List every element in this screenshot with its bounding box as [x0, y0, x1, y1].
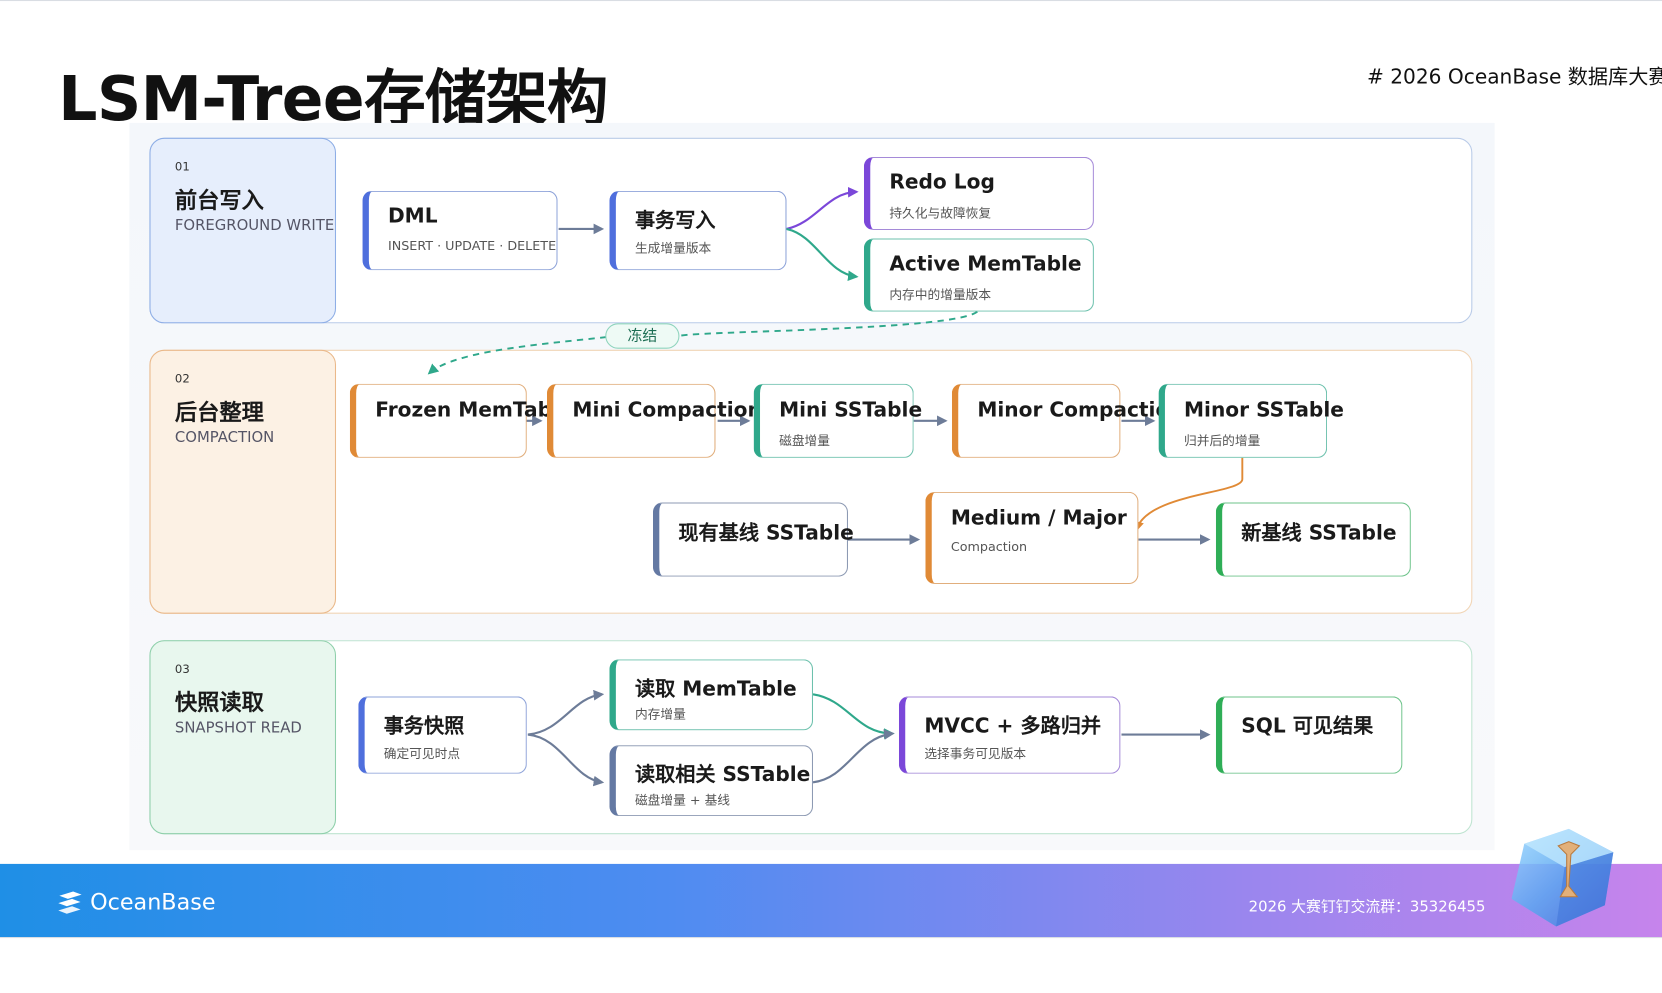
node-title: 读取 MemTable: [634, 677, 797, 701]
node-redo-log: Redo Log 持久化与故障恢复: [863, 156, 1094, 231]
node-subtitle: 选择事务可见版本: [924, 746, 1027, 762]
node-minor-compaction: Minor Compaction: [951, 383, 1184, 458]
node-title: 新基线 SSTable: [1241, 521, 1397, 545]
node-subtitle: 持久化与故障恢复: [889, 205, 992, 221]
node-title: 读取相关 SSTable: [634, 763, 811, 787]
oceanbase-logo-icon: [58, 891, 82, 914]
node-subtitle: 生成增量版本: [634, 240, 712, 256]
node-title: 事务快照: [383, 714, 465, 738]
node-title: Mini SSTable: [779, 398, 923, 422]
arrow-txn-to-memtable: [786, 227, 859, 282]
node-baseline-sstable: 现有基线 SSTable: [652, 502, 854, 577]
arrow-txn-to-redo: [786, 186, 859, 230]
node-minor-sstable: Minor SSTable 归并后的增量: [1158, 383, 1344, 458]
node-subtitle: 内存中的增量版本: [889, 287, 992, 303]
top-divider: [0, 0, 1662, 2]
node-subtitle: 内存增量: [634, 707, 686, 722]
contest-hashtag: # 2026 OceanBase 数据库大赛 #: [1366, 65, 1662, 90]
node-sql-result: SQL 可见结果: [1215, 696, 1403, 774]
node-title: Minor SSTable: [1184, 398, 1344, 422]
lane-label-foreground-write: 01 前台写入 FOREGROUND WRITE: [149, 137, 337, 324]
lane-number: 02: [174, 372, 190, 386]
lane-number: 01: [174, 160, 190, 174]
node-title: 事务写入: [634, 208, 716, 233]
node-read-sstable: 读取相关 SSTable 磁盘增量 + 基线: [609, 745, 814, 817]
lane-title: 快照读取: [174, 690, 264, 716]
node-new-baseline: 新基线 SSTable: [1215, 502, 1411, 577]
node-txn-write: 事务写入 生成增量版本: [609, 190, 787, 271]
footer-banner: [0, 863, 1662, 938]
node-subtitle: Compaction: [950, 539, 1028, 555]
lane-number: 03: [174, 662, 190, 677]
connector-arrows: [0, 186, 1244, 787]
node-title: SQL 可见结果: [1241, 714, 1374, 738]
node-mvcc: MVCC + 多路归并 选择事务可见版本: [898, 696, 1121, 774]
node-subtitle: 确定可见时点: [383, 746, 461, 762]
node-title: MVCC + 多路归并: [924, 714, 1101, 738]
dingtalk-group: 2026 大赛钉钉交流群：35326455: [1248, 898, 1486, 916]
arrow-snapshot-to-readmem: [527, 689, 605, 736]
page-title: LSM-Tree存储架构: [58, 62, 608, 135]
lane-subtitle: COMPACTION: [174, 429, 275, 447]
lane-subtitle: FOREGROUND WRITE: [174, 217, 335, 235]
node-title: Frozen MemTable: [375, 398, 573, 422]
arrow-minorsst-to-major: [1133, 457, 1244, 533]
arrow-readsst-to-mvcc: [812, 729, 895, 784]
node-subtitle: INSERT · UPDATE · DELETE: [387, 238, 557, 254]
node-read-memtable: 读取 MemTable 内存增量: [609, 659, 814, 731]
bottom-divider: [0, 937, 1662, 939]
node-frozen-memtable: Frozen MemTable: [349, 383, 573, 458]
trophy-cube-icon: [1511, 828, 1614, 927]
arrow-freeze-dashed: [429, 310, 978, 373]
node-mini-compaction: Mini Compaction: [546, 383, 762, 458]
node-title: Redo Log: [889, 170, 995, 194]
node-title: Mini Compaction: [572, 398, 762, 422]
node-txn-snapshot: 事务快照 确定可见时点: [358, 696, 527, 774]
arrow-readmem-to-mvcc: [812, 693, 895, 739]
logo-text: OceanBase: [90, 889, 216, 915]
node-title: Active MemTable: [889, 252, 1082, 276]
arrow-snapshot-to-readsst: [527, 733, 605, 787]
lane-title: 后台整理: [174, 399, 264, 426]
freeze-label: 冻结: [605, 323, 680, 349]
node-title: DML: [387, 204, 438, 228]
node-mini-sstable: Mini SSTable 磁盘增量: [753, 383, 922, 458]
node-subtitle: 磁盘增量 + 基线: [634, 792, 731, 808]
lane-label-snapshot-read: 03 快照读取 SNAPSHOT READ: [149, 640, 337, 835]
oceanbase-logo: OceanBase: [56, 888, 216, 916]
lane-subtitle: SNAPSHOT READ: [174, 719, 302, 737]
node-dml: DML INSERT · UPDATE · DELETE: [362, 190, 558, 271]
lane-label-compaction: 02 后台整理 COMPACTION: [149, 349, 337, 614]
node-title: Minor Compaction: [977, 398, 1184, 422]
node-subtitle: 磁盘增量: [779, 433, 830, 449]
node-title: Medium / Major: [950, 506, 1127, 530]
node-title: 现有基线 SSTable: [678, 521, 854, 545]
node-subtitle: 归并后的增量: [1184, 433, 1261, 449]
node-active-memtable: Active MemTable 内存中的增量版本: [863, 238, 1094, 312]
lane-title: 前台写入: [174, 187, 264, 214]
node-medium-major: Medium / Major Compaction: [925, 491, 1139, 585]
